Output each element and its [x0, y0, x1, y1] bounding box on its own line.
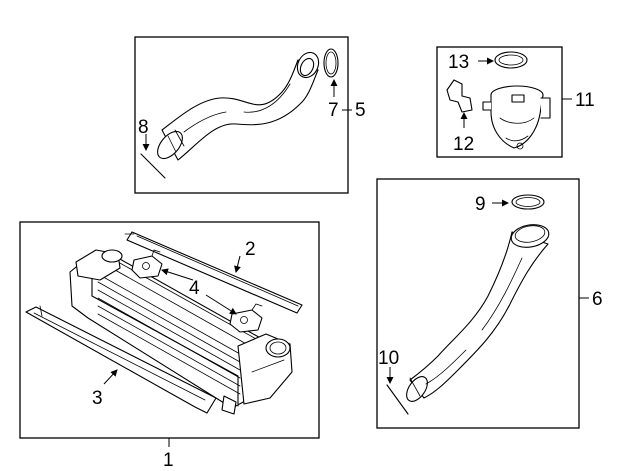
- box-lower-charge-pipe: 9 10 6: [376, 178, 603, 429]
- callout-7: 7: [328, 100, 339, 121]
- seal-ring-lower[interactable]: [511, 194, 545, 210]
- callout-2-arrow: [234, 255, 241, 273]
- callout-9: 9: [475, 194, 486, 215]
- mounting-bracket-right[interactable]: [229, 303, 263, 333]
- box-intercooler: 2 4 3 1: [19, 221, 320, 471]
- callout-8: 8: [138, 117, 149, 138]
- lower-charge-pipe[interactable]: [402, 222, 550, 405]
- callout-4-arrow-left: [161, 268, 194, 281]
- upper-air-duct-seal[interactable]: [124, 231, 303, 314]
- lower-air-duct-seal[interactable]: [25, 305, 217, 414]
- callout-3-arrow: [103, 369, 118, 385]
- mounting-bracket-left[interactable]: [131, 249, 163, 279]
- throttle-adapter-housing[interactable]: [482, 85, 551, 150]
- seal-ring[interactable]: [494, 51, 528, 69]
- callout-13: 13: [448, 52, 469, 73]
- callout-11: 11: [575, 90, 595, 111]
- callout-4: 4: [189, 278, 200, 299]
- sensor-plug[interactable]: [446, 79, 473, 113]
- box-pressure-sensor-adapter: 13 12 11: [436, 46, 595, 158]
- box-upper-charge-pipe: 8 7 5: [134, 36, 366, 194]
- clamp-band[interactable]: [140, 153, 166, 179]
- callout-2: 2: [245, 239, 256, 260]
- upper-charge-pipe[interactable]: [153, 49, 323, 163]
- o-ring-seal[interactable]: [323, 48, 339, 78]
- clamp-band-lower[interactable]: [386, 384, 409, 415]
- callout-5: 5: [355, 100, 366, 121]
- callout-12: 12: [453, 134, 474, 155]
- callout-10: 10: [378, 348, 399, 369]
- callout-3: 3: [92, 388, 103, 409]
- callout-1: 1: [163, 450, 174, 471]
- callout-4-arrow-right: [205, 294, 237, 315]
- callout-6: 6: [592, 289, 603, 310]
- intercooler-core[interactable]: [69, 249, 293, 415]
